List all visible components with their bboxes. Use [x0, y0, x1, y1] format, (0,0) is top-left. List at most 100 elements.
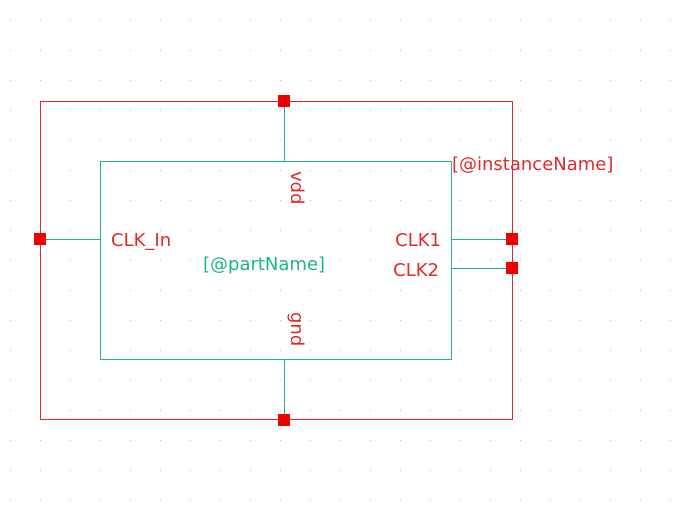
grid-dot: [160, 110, 161, 111]
grid-dot: [280, 440, 281, 441]
grid-dot: [520, 170, 521, 171]
grid-dot: [490, 170, 491, 171]
grid-dot: [160, 200, 161, 201]
grid-dot: [370, 140, 371, 141]
grid-dot: [400, 80, 401, 81]
grid-dot: [130, 410, 131, 411]
grid-dot: [460, 260, 461, 261]
symbol-bounding-box[interactable]: [40, 101, 513, 420]
grid-dot: [220, 290, 221, 291]
pin-label-gnd: gnd: [286, 312, 307, 346]
grid-dot: [70, 200, 71, 201]
pin-marker-vdd[interactable]: [278, 95, 290, 107]
grid-dot: [130, 260, 131, 261]
grid-dot: [340, 470, 341, 471]
grid-dot: [430, 500, 431, 501]
grid-dot: [460, 470, 461, 471]
grid-dot: [670, 380, 671, 381]
grid-dot: [520, 80, 521, 81]
grid-dot: [670, 170, 671, 171]
grid-dot: [280, 350, 281, 351]
grid-dot: [10, 410, 11, 411]
pin-marker-clk1[interactable]: [506, 233, 518, 245]
grid-dot: [70, 140, 71, 141]
grid-dot: [70, 440, 71, 441]
grid-dot: [580, 50, 581, 51]
grid-dot: [220, 320, 221, 321]
grid-dot: [580, 20, 581, 21]
grid-dot: [490, 140, 491, 141]
grid-dot: [190, 80, 191, 81]
grid-dot: [580, 350, 581, 351]
grid-dot: [10, 470, 11, 471]
grid-dot: [190, 290, 191, 291]
grid-dot: [640, 290, 641, 291]
grid-dot: [280, 410, 281, 411]
grid-dot: [310, 260, 311, 261]
grid-dot: [250, 170, 251, 171]
grid-dot: [10, 380, 11, 381]
grid-dot: [640, 380, 641, 381]
grid-dot: [400, 20, 401, 21]
grid-dot: [160, 350, 161, 351]
grid-dot: [550, 110, 551, 111]
grid-dot: [670, 350, 671, 351]
grid-dot: [310, 380, 311, 381]
grid-dot: [100, 500, 101, 501]
part-name-label[interactable]: [@partName]: [203, 254, 325, 275]
grid-dot: [220, 50, 221, 51]
instance-name-label[interactable]: [@instanceName]: [452, 154, 613, 175]
grid-dot: [280, 500, 281, 501]
grid-dot: [640, 500, 641, 501]
grid-dot: [220, 140, 221, 141]
grid-dot: [670, 20, 671, 21]
grid-dot: [310, 110, 311, 111]
grid-dot: [370, 440, 371, 441]
grid-dot: [520, 20, 521, 21]
grid-dot: [310, 320, 311, 321]
grid-dot: [190, 470, 191, 471]
grid-dot: [10, 230, 11, 231]
grid-dot: [400, 140, 401, 141]
grid-dot: [250, 500, 251, 501]
grid-dot: [310, 140, 311, 141]
grid-dot: [340, 170, 341, 171]
grid-dot: [190, 500, 191, 501]
pin-marker-clk2[interactable]: [506, 262, 518, 274]
grid-dot: [340, 290, 341, 291]
grid-dot: [130, 20, 131, 21]
grid-dot: [100, 440, 101, 441]
grid-dot: [340, 440, 341, 441]
pin-label-clk1: CLK1: [395, 230, 441, 251]
grid-dot: [160, 290, 161, 291]
grid-dot: [40, 50, 41, 51]
grid-dot: [490, 500, 491, 501]
grid-dot: [190, 410, 191, 411]
grid-dot: [340, 20, 341, 21]
symbol-body-rect[interactable]: [100, 161, 452, 360]
grid-dot: [610, 440, 611, 441]
grid-dot: [310, 410, 311, 411]
grid-dot: [520, 470, 521, 471]
grid-dot: [280, 260, 281, 261]
grid-dot: [130, 230, 131, 231]
grid-dot: [400, 110, 401, 111]
grid-dot: [100, 80, 101, 81]
grid-dot: [550, 470, 551, 471]
grid-dot: [250, 350, 251, 351]
grid-dot: [400, 440, 401, 441]
grid-dot: [130, 380, 131, 381]
grid-dot: [370, 50, 371, 51]
grid-dot: [130, 110, 131, 111]
grid-dot: [310, 20, 311, 21]
pin-marker-gnd[interactable]: [278, 414, 290, 426]
pin-marker-clk-in[interactable]: [34, 233, 46, 245]
grid-dot: [670, 230, 671, 231]
grid-dot: [160, 20, 161, 21]
grid-dot: [190, 230, 191, 231]
grid-dot: [70, 80, 71, 81]
grid-dot: [580, 440, 581, 441]
grid-dot: [220, 200, 221, 201]
